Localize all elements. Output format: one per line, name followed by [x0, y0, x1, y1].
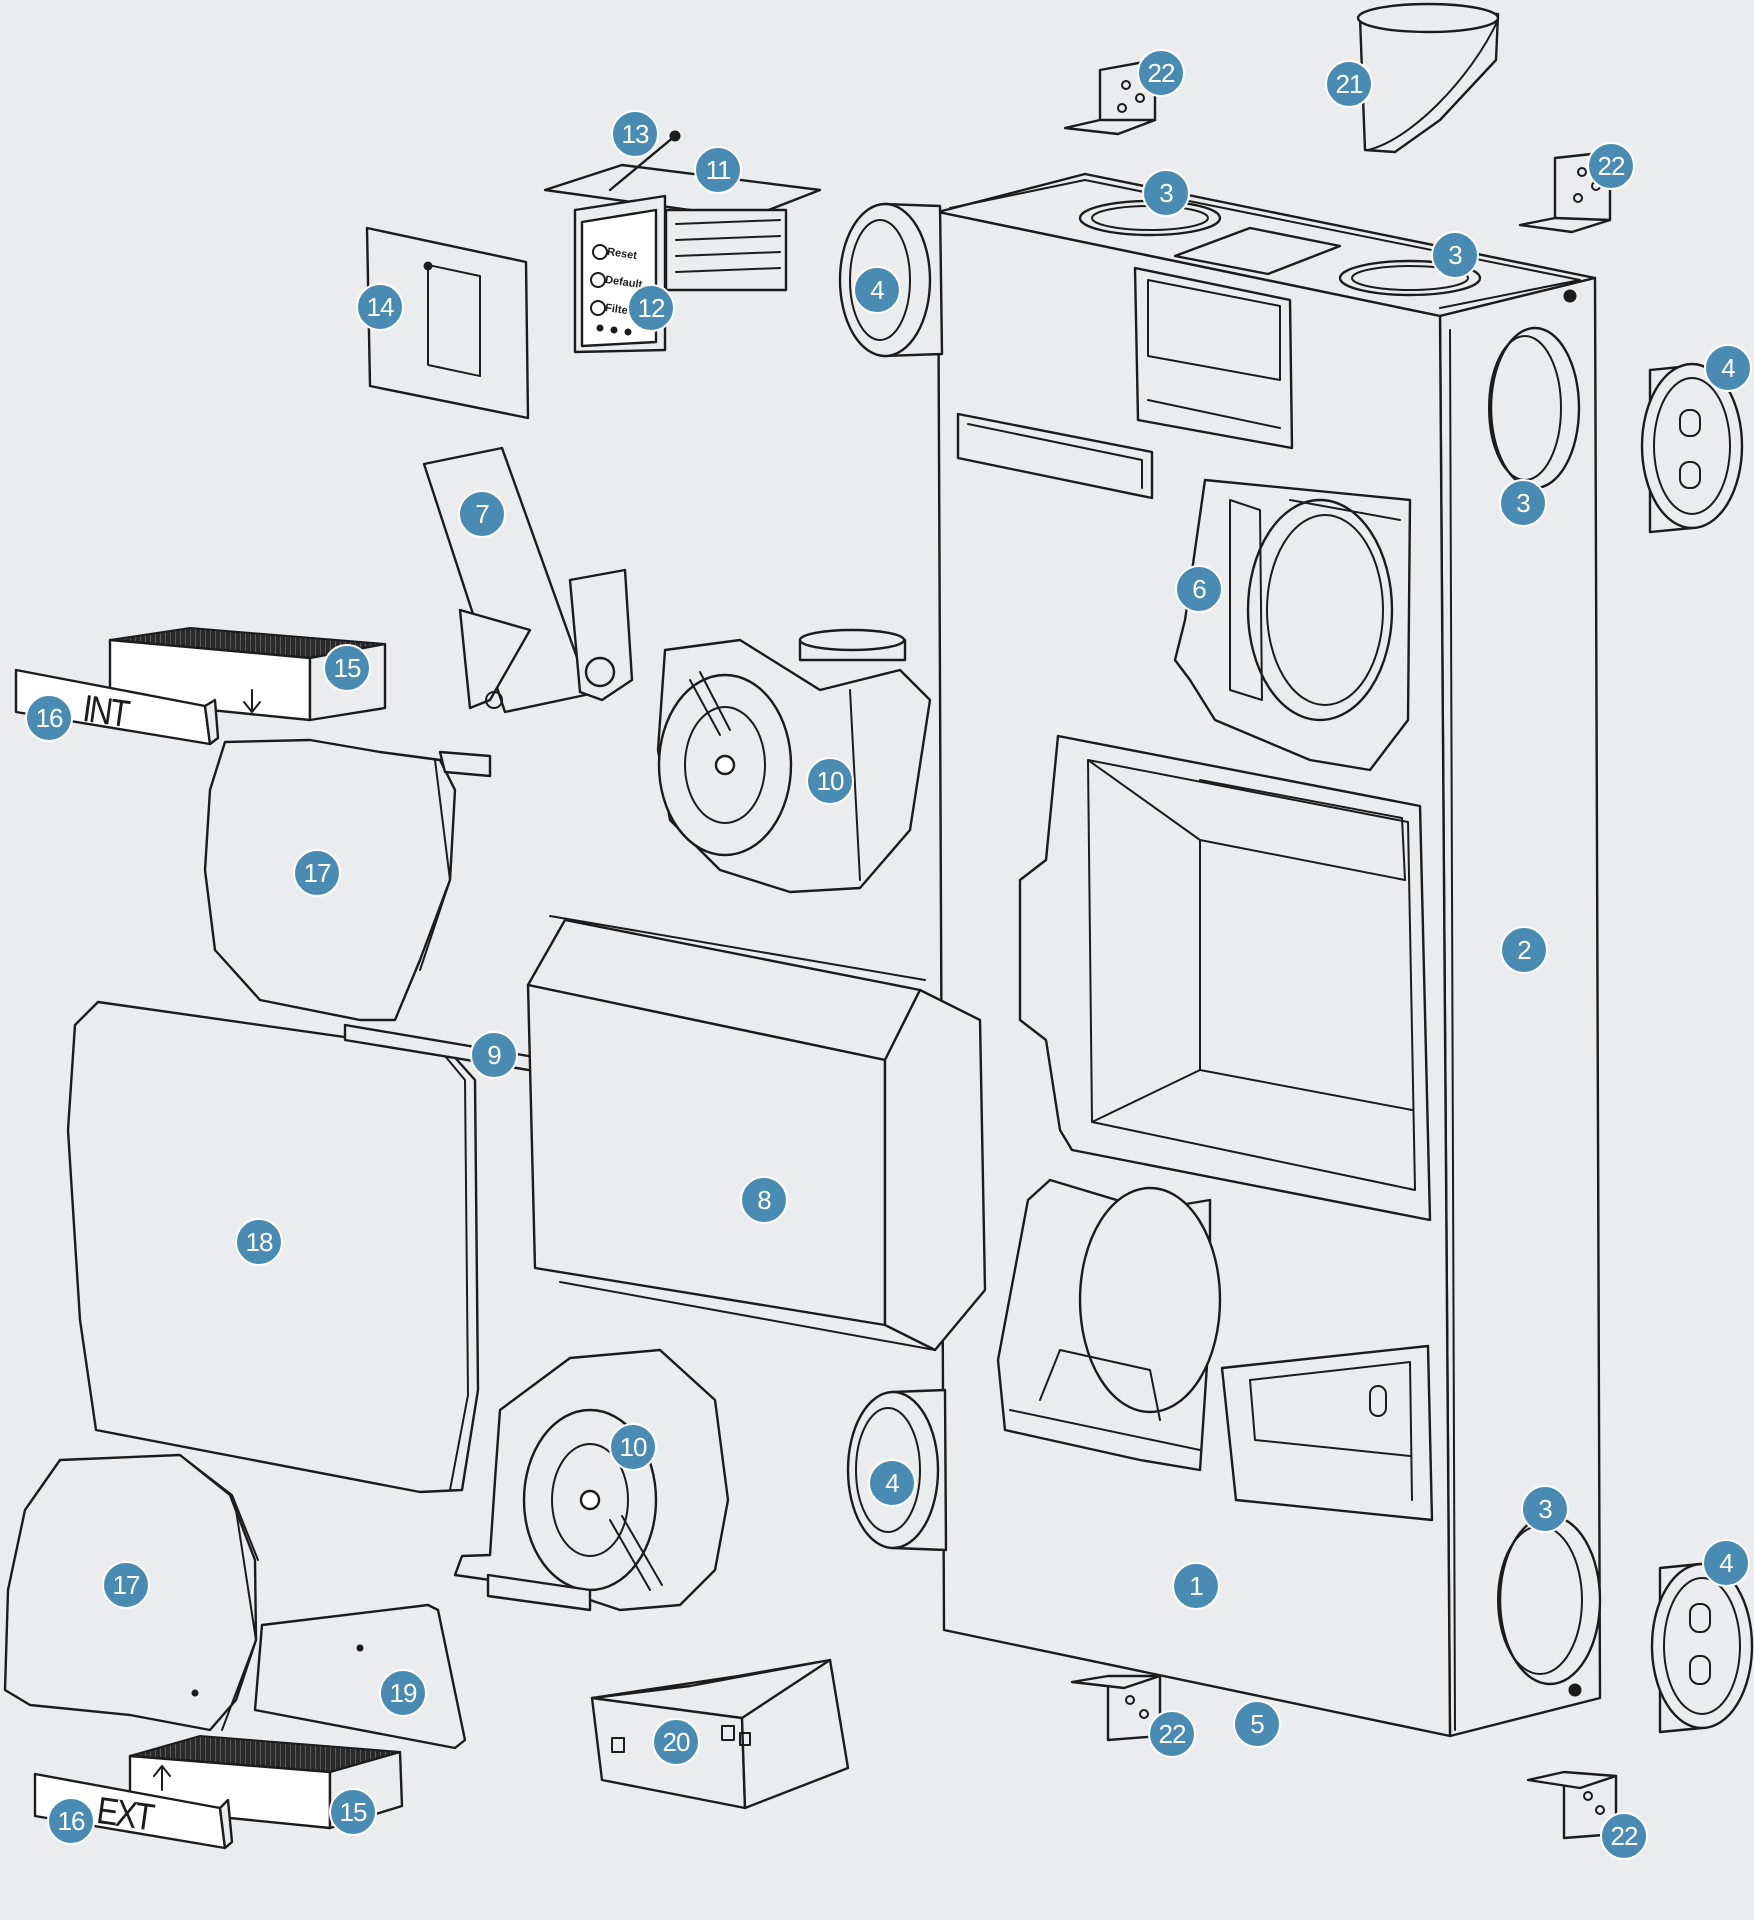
filter-int — [14, 626, 387, 746]
bracket-bottom-left — [1070, 1674, 1162, 1742]
callout-1: 1 — [1172, 1562, 1220, 1610]
callout-4b: 4 — [868, 1459, 916, 1507]
callout-17b: 17 — [102, 1561, 150, 1609]
control-board — [543, 130, 822, 354]
callout-3d: 3 — [1521, 1485, 1569, 1533]
callout-3c: 3 — [1499, 479, 1547, 527]
callout-22a: 22 — [1137, 49, 1185, 97]
callout-15a: 15 — [323, 644, 371, 692]
callout-22d: 22 — [1600, 1812, 1648, 1860]
callout-4d: 4 — [1702, 1539, 1750, 1587]
callout-15b: 15 — [329, 1788, 377, 1836]
callout-19: 19 — [379, 1669, 427, 1717]
spigot-right-bottom — [1650, 1562, 1754, 1734]
callout-9: 9 — [470, 1031, 518, 1079]
callout-3a: 3 — [1142, 169, 1190, 217]
fan-lower — [453, 1348, 730, 1612]
bypass-damper — [422, 446, 634, 714]
callout-17a: 17 — [293, 849, 341, 897]
callout-4c: 4 — [1704, 344, 1752, 392]
callout-22c: 22 — [1148, 1710, 1196, 1758]
spigot-right-top — [1640, 362, 1744, 534]
callout-21: 21 — [1325, 60, 1373, 108]
heat-exchanger — [526, 915, 987, 1352]
callout-18: 18 — [235, 1218, 283, 1266]
callout-2: 2 — [1500, 926, 1548, 974]
callout-14: 14 — [356, 283, 404, 331]
ext-label: EXT — [94, 1790, 155, 1840]
insulation-upper — [203, 738, 492, 1022]
int-label: INT — [80, 688, 130, 736]
bend-duct — [1356, 2, 1500, 154]
callout-3b: 3 — [1431, 231, 1479, 279]
callout-11: 11 — [694, 146, 742, 194]
callout-12: 12 — [627, 284, 675, 332]
callout-20: 20 — [652, 1718, 700, 1766]
main-housing — [936, 172, 1602, 1738]
callout-10a: 10 — [806, 757, 854, 805]
callout-10b: 10 — [609, 1423, 657, 1471]
electrical-box — [590, 1658, 850, 1810]
callout-8: 8 — [740, 1176, 788, 1224]
callout-16a: 16 — [25, 694, 73, 742]
cover-plate — [365, 226, 530, 420]
callout-7: 7 — [458, 490, 506, 538]
filter-ext — [33, 1734, 404, 1850]
callout-16b: 16 — [47, 1797, 95, 1845]
callout-4a: 4 — [853, 266, 901, 314]
callout-6: 6 — [1175, 565, 1223, 613]
callout-22b: 22 — [1587, 142, 1635, 190]
callout-5: 5 — [1233, 1700, 1281, 1748]
fan-upper — [656, 628, 932, 894]
callout-13: 13 — [611, 110, 659, 158]
